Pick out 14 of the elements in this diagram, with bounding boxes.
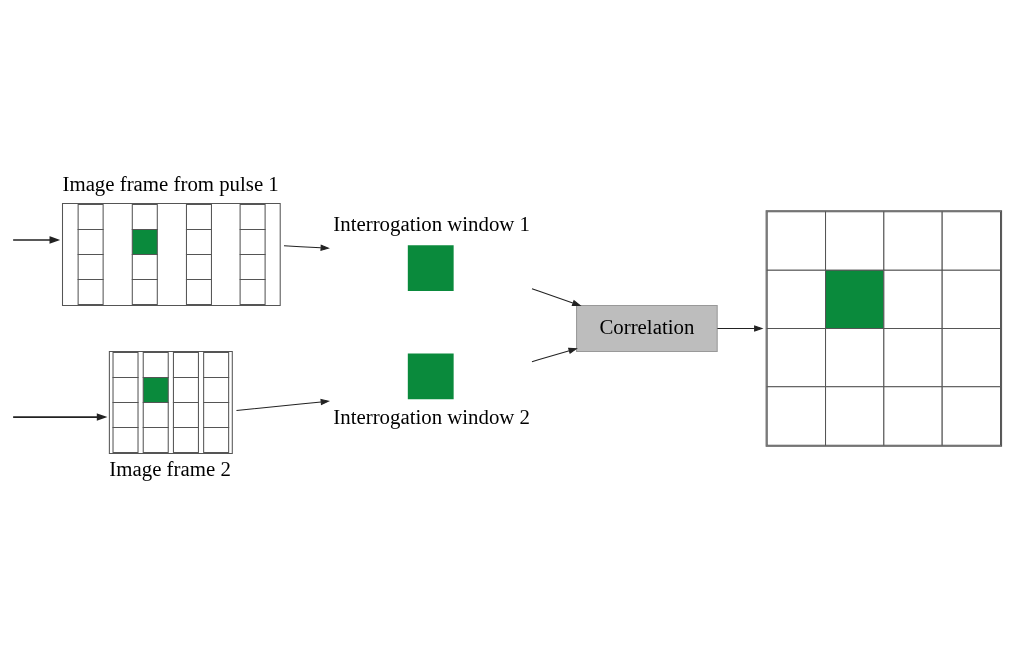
node-box (407, 353, 454, 400)
arrow (12, 413, 108, 421)
node-box (407, 245, 454, 291)
node-label: Image frame 2 (109, 457, 231, 482)
arrow (531, 347, 578, 363)
node-label: Interrogation window 2 (333, 405, 531, 430)
node-box: Correlation (576, 305, 718, 352)
arrow (283, 244, 330, 252)
arrow (235, 398, 331, 411)
node-label: Interrogation window 1 (333, 211, 531, 236)
arrow (12, 236, 61, 244)
node-label: Image frame from pulse 1 (62, 172, 279, 196)
arrow (716, 325, 764, 332)
arrow (531, 288, 582, 307)
